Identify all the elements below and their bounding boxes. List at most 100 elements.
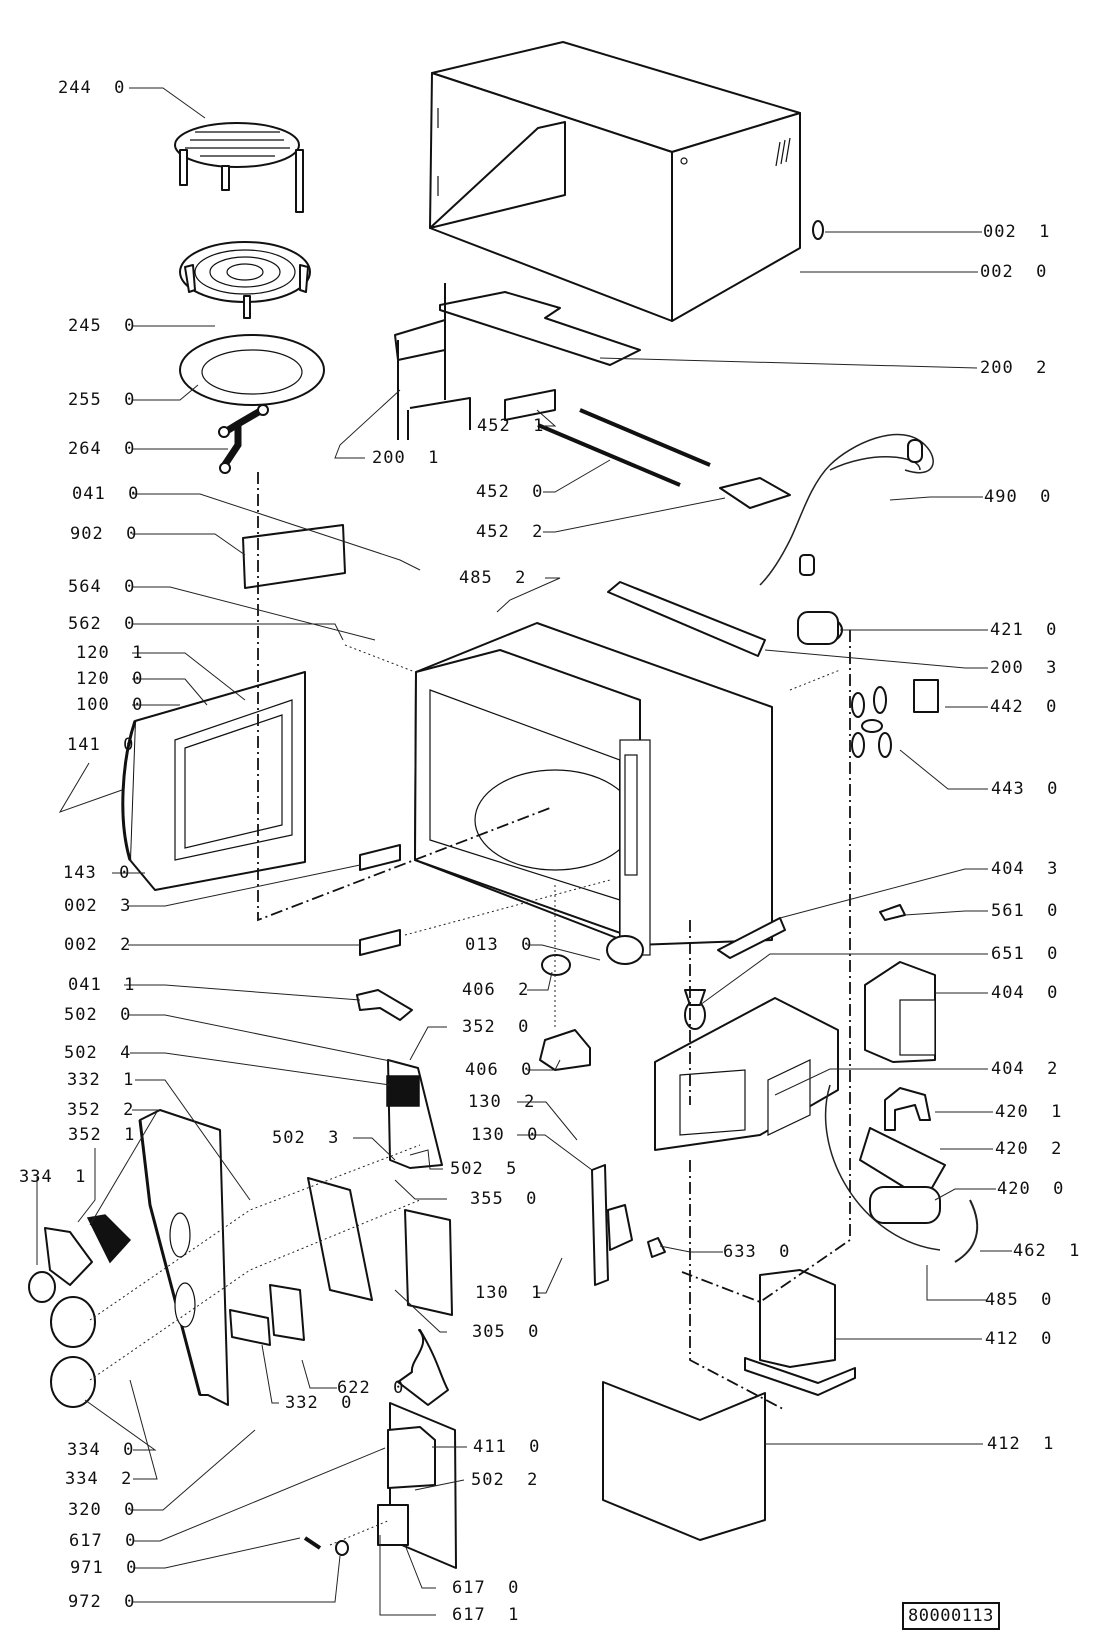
button-spring-part — [86, 1214, 132, 1264]
part-label: 411 0 — [473, 1437, 541, 1457]
alignment-line — [89, 1199, 421, 1381]
switch-lever-part — [607, 1204, 633, 1251]
part-label: 406 2 — [462, 980, 530, 1000]
control-panel-part — [138, 1109, 229, 1406]
part-label: 452 2 — [476, 522, 544, 542]
power-cord-part — [759, 433, 934, 586]
part-label: 334 1 — [19, 1167, 87, 1187]
part-label: 502 4 — [64, 1043, 132, 1063]
part-label: 255 0 — [68, 390, 136, 410]
part-label: 041 0 — [72, 484, 140, 504]
part-label: 130 2 — [468, 1092, 536, 1112]
part-label: 002 0 — [980, 262, 1048, 282]
part-label: 617 0 — [452, 1578, 520, 1598]
part-label: 564 0 — [68, 577, 136, 597]
knob-lower-part — [50, 1356, 96, 1408]
part-label: 412 1 — [987, 1434, 1055, 1454]
part-label: 120 0 — [76, 669, 144, 689]
part-label: 617 0 — [69, 1531, 137, 1551]
connector-part — [269, 1284, 305, 1341]
part-label: 502 3 — [272, 1128, 340, 1148]
alignment-line — [89, 1144, 421, 1321]
control-board-part — [386, 1059, 443, 1169]
grill-rack-part — [174, 122, 304, 213]
part-label: 420 1 — [995, 1102, 1063, 1122]
part-label: 200 2 — [980, 358, 1048, 378]
part-label: 100 0 — [76, 695, 144, 715]
alignment-line — [344, 644, 416, 673]
switch-bracket-part — [591, 1164, 609, 1286]
magnetron-bracket-part — [717, 917, 786, 959]
turntable-coupling-part — [606, 935, 644, 965]
part-label: 971 0 — [70, 1558, 138, 1578]
part-label: 421 0 — [990, 620, 1058, 640]
hv-diode-part — [954, 1199, 979, 1263]
lamp-part — [684, 989, 706, 1030]
part-label: 502 0 — [64, 1005, 132, 1025]
part-label: 420 0 — [997, 1179, 1065, 1199]
air-guide-part — [654, 997, 839, 1151]
part-label: 041 1 — [68, 975, 136, 995]
drawing-reference-number: 80000113 — [902, 1602, 1004, 1634]
capacitor-part — [869, 1186, 941, 1224]
part-label: 200 3 — [990, 658, 1058, 678]
assembly-arrow-icon — [397, 1329, 449, 1406]
part-label: 002 1 — [983, 222, 1051, 242]
part-label: 244 0 — [58, 78, 126, 98]
leader-lines — [36, 87, 1012, 1616]
outer-casing-part — [429, 41, 801, 322]
knob-upper-part — [50, 1296, 96, 1348]
hinge-upper-part — [359, 844, 401, 871]
part-label: 452 0 — [476, 482, 544, 502]
turntable-motor-part — [539, 1029, 591, 1071]
part-label: 352 2 — [67, 1100, 135, 1120]
part-label: 622 0 — [337, 1378, 405, 1398]
part-label: 462 1 — [1013, 1241, 1081, 1261]
oven-cavity-part — [414, 622, 773, 956]
part-label: 143 0 — [63, 863, 131, 883]
cooling-fan-part — [851, 686, 892, 758]
part-label: 617 1 — [452, 1605, 520, 1625]
part-label: 412 0 — [985, 1329, 1053, 1349]
fuse-cap-part — [335, 1540, 349, 1556]
part-label: 902 0 — [70, 524, 138, 544]
part-label: 420 2 — [995, 1139, 1063, 1159]
part-label: 334 0 — [67, 1440, 135, 1460]
assembly-line — [257, 472, 551, 922]
part-label: 305 0 — [472, 1322, 540, 1342]
part-label: 404 3 — [991, 859, 1059, 879]
part-label: 443 0 — [991, 779, 1059, 799]
button-cap-part — [44, 1227, 93, 1286]
part-label: 972 0 — [68, 1592, 136, 1612]
assembly-line — [681, 630, 851, 1304]
part-label: 332 0 — [285, 1393, 353, 1413]
part-label: 633 0 — [723, 1242, 791, 1262]
cover-plate-part — [242, 524, 346, 589]
switch-actuator-part — [647, 1237, 666, 1258]
part-label: 651 0 — [991, 944, 1059, 964]
part-label: 130 0 — [471, 1125, 539, 1145]
part-label: 264 0 — [68, 439, 136, 459]
part-label: 200 1 — [372, 448, 440, 468]
magnetron-part — [864, 961, 936, 1063]
part-label: 120 1 — [76, 643, 144, 663]
capacitor-clamp-part — [884, 1087, 931, 1131]
alignment-line — [404, 879, 611, 936]
fuse-part — [303, 1536, 322, 1550]
top-plate-part — [439, 291, 641, 366]
side-panel-part — [602, 1381, 766, 1541]
part-label: 355 0 — [470, 1189, 538, 1209]
power-board-part — [377, 1402, 457, 1569]
part-label: 485 0 — [985, 1290, 1053, 1310]
part-label: 404 2 — [991, 1059, 1059, 1079]
part-label: 561 0 — [991, 901, 1059, 921]
door-latch-part — [356, 989, 413, 1021]
turntable-coupler-part — [218, 404, 269, 474]
part-label: 013 0 — [465, 935, 533, 955]
part-label: 404 0 — [991, 983, 1059, 1003]
part-label: 002 3 — [64, 896, 132, 916]
roller-ring-part — [541, 954, 571, 976]
part-label: 452 1 — [477, 416, 545, 436]
transformer-part — [744, 1269, 856, 1396]
